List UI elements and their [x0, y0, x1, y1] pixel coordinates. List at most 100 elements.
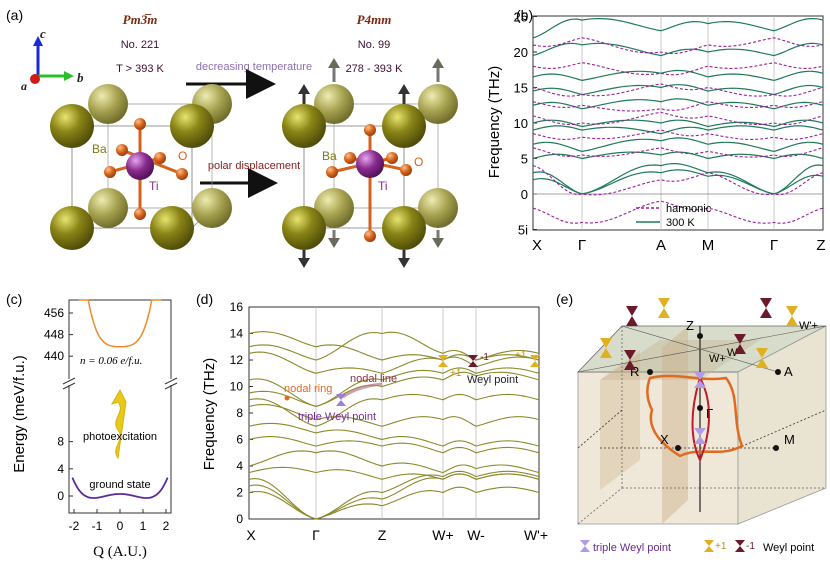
d-high-symmetry-lines: [315, 307, 477, 519]
b-band-harmonic: [532, 165, 824, 196]
d-bands: [248, 331, 540, 520]
weyl-plus-label-2: +1: [515, 350, 527, 361]
ba-atom: [88, 84, 128, 124]
d-xtick-label: Γ: [312, 527, 320, 543]
panel-a: (a) c b a Pm3̅m No. 221 T > 393 K P4mm N…: [6, 7, 458, 268]
d-ytick-label: 0: [236, 512, 243, 526]
panel-label-e: (e): [556, 291, 573, 307]
d-band: [248, 331, 540, 361]
b-plot-frame: [532, 15, 824, 231]
brillouin-zone: [577, 325, 827, 525]
left-space-group: Pm3̅m: [123, 12, 158, 27]
wpp-label: W'+: [799, 320, 818, 332]
c-axis-head: [33, 36, 43, 46]
left-unit-cell: Ba Ti O: [50, 84, 232, 250]
c-ytick-label: 8: [57, 435, 64, 449]
c-ylabel: Energy (meV/f.u.): [11, 355, 28, 473]
d-band: [248, 466, 540, 480]
o-atom: [116, 144, 128, 156]
x-label: X: [660, 432, 669, 447]
d-ytick-label: 16: [230, 300, 244, 314]
d-ytick-label: 8: [236, 406, 243, 420]
b-band-300k: [532, 163, 824, 195]
weyl-minus-label: -1: [480, 352, 489, 363]
ba-atom: [282, 104, 326, 148]
b-band-harmonic: [532, 147, 824, 158]
d-ytick-label: 4: [236, 459, 243, 473]
ba-atom: [170, 104, 214, 148]
ba-atom: [192, 188, 232, 228]
ground-state-curve: [71, 477, 169, 499]
b-band-harmonic: [532, 111, 824, 126]
panel-label-d: (d): [196, 291, 213, 307]
c-axis-break: [62, 377, 76, 385]
a-label: A: [784, 364, 793, 379]
o-label: O: [178, 149, 187, 163]
legend-triple-weyl-label: triple Weyl point: [593, 542, 671, 554]
o-atom: [364, 124, 376, 136]
d-ytick-label: 6: [236, 433, 243, 447]
b-band-300k: [532, 151, 824, 160]
weyl-point-label: Weyl point: [467, 374, 518, 386]
right-space-group: P4mm: [357, 12, 392, 27]
b-band-300k: [532, 137, 824, 153]
gamma-label: Γ: [706, 406, 713, 421]
nodal-line-label: nodal line: [350, 373, 397, 385]
o-atom: [134, 208, 146, 220]
a-point: [775, 369, 781, 375]
d-xtick-label: W-: [467, 527, 485, 543]
ba-atom: [150, 206, 194, 250]
d-xtick-label: W+: [432, 527, 453, 543]
ba-atom: [418, 84, 458, 124]
photoexcitation-label: photoexcitation: [83, 431, 157, 443]
right-unit-cell: Ba Ti O: [282, 58, 458, 268]
m-point: [773, 445, 779, 451]
ti-atom: [356, 150, 384, 178]
legend-weyl-label: Weyl point: [763, 542, 814, 554]
c-xtick-label: 1: [140, 519, 147, 533]
z-point: [697, 333, 703, 339]
d-band: [248, 331, 540, 361]
b-band-300k: [532, 84, 824, 96]
excited-state-curve: [78, 299, 162, 348]
gamma-point: [697, 405, 703, 411]
m-label: M: [784, 432, 795, 447]
c-xtick-label: 0: [117, 519, 124, 533]
weyl-marker-minus: [468, 355, 478, 367]
b-ytick-label: 15: [514, 81, 528, 96]
o-atom: [386, 152, 398, 164]
wp-label: W+: [709, 353, 726, 365]
d-band: [248, 422, 540, 447]
weyl-marker-plus-wp: [530, 355, 540, 367]
o-atom: [104, 166, 116, 178]
c-ytick-label: 456: [44, 306, 64, 320]
c-axis-break: [62, 382, 76, 390]
nodal-ring: [646, 374, 744, 458]
nodal-ring-point: [284, 395, 290, 401]
b-xtick-label: M: [702, 237, 715, 254]
legend-harmonic-label: harmonic: [666, 203, 712, 215]
b-band-harmonic: [532, 101, 824, 112]
b-legend: harmonic 300 K: [636, 203, 712, 229]
d-ytick-label: 2: [236, 486, 243, 500]
nodal-line: [691, 375, 710, 463]
panel-label-c: (c): [6, 291, 22, 307]
panel-label-b: (b): [516, 7, 533, 23]
d-band: [248, 436, 540, 454]
c-axis-label: c: [40, 26, 46, 41]
ba-atom: [314, 188, 354, 228]
o-atom: [326, 166, 338, 178]
nodal-ring-label: nodal ring: [284, 383, 332, 395]
b-band-harmonic: [532, 37, 824, 55]
d-band: [248, 486, 540, 520]
b-axis-label: b: [77, 70, 84, 85]
arrow-bottom-label: polar displacement: [208, 160, 300, 172]
panel-label-a: (a): [6, 7, 23, 23]
o-label: O: [414, 155, 423, 169]
ba-atom: [88, 188, 128, 228]
d-band: [248, 367, 540, 407]
b-ytick-label: 20: [514, 45, 528, 60]
